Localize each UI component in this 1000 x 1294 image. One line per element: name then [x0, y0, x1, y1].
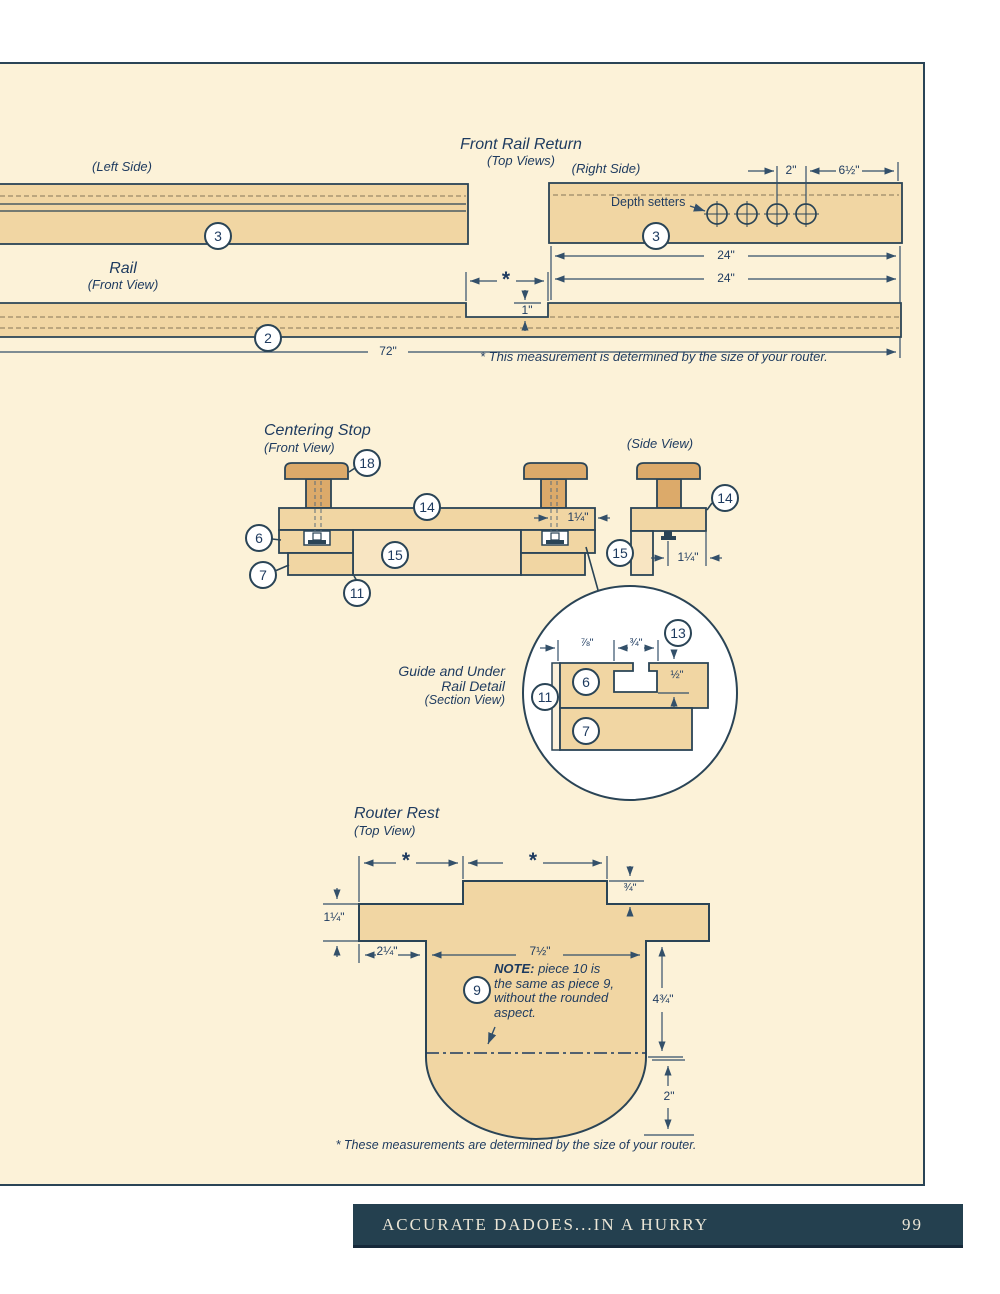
dim-0-5in: ½": [670, 669, 684, 681]
dim-6-5in: 6½": [838, 163, 860, 177]
dim-72in: 72": [379, 344, 397, 358]
detail-title-line3: (Section View): [424, 693, 505, 707]
left-side-label: (Left Side): [92, 159, 152, 174]
dim-1-25in-front: 1¼": [567, 510, 589, 524]
dim-0-75in-rest: ¾": [623, 882, 637, 894]
detail-title-line1: Guide and Under: [398, 663, 505, 679]
note-line3: without the rounded: [494, 990, 609, 1005]
router-rest-footnote: * These measurements are determined by t…: [335, 1138, 697, 1152]
centering-stop-subtitle: (Front View): [264, 440, 335, 455]
detail-title-line2: Rail Detail: [441, 678, 505, 694]
article-title: ACCURATE DADOES...IN A HURRY: [382, 1214, 710, 1234]
router-rest-star-left: *: [401, 849, 411, 872]
page-number: 99: [902, 1214, 923, 1234]
dim-24in-top: 24": [717, 248, 735, 262]
dim-0-875in: ⅞": [580, 637, 594, 649]
router-rest-title: Router Rest: [354, 805, 440, 822]
part-balloon-7-front: 7: [249, 561, 277, 589]
part-balloon-3-right: 3: [642, 222, 670, 250]
dim-1-25in-side: 1¼": [677, 550, 699, 564]
right-side-label: (Right Side): [571, 161, 641, 176]
router-rest-star-right: *: [528, 849, 538, 872]
side-view-label: (Side View): [626, 436, 694, 451]
note-line4: aspect.: [494, 1004, 536, 1020]
note-bold: NOTE:: [494, 961, 535, 976]
dim-2in: 2": [785, 163, 797, 177]
note-line2: the same as piece 9,: [494, 975, 614, 991]
dim-0-75in-detail: ¾": [629, 637, 643, 649]
dim-24in-mid: 24": [717, 271, 735, 285]
dim-7-5in: 7½": [529, 944, 551, 958]
centering-stop-title: Centering Stop: [264, 422, 371, 439]
rail-subtitle: (Front View): [87, 277, 159, 292]
part-balloon-18: 18: [353, 449, 381, 477]
part-balloon-14-side: 14: [711, 484, 739, 512]
part-balloon-7-detail: 7: [572, 717, 600, 745]
dim-4-75in: 4¾": [652, 992, 674, 1006]
part-balloon-11-detail: 11: [531, 683, 559, 711]
dim-1-25in-rest: 1¼": [323, 910, 345, 924]
dim-2-25in: 2¼": [376, 944, 398, 958]
part-balloon-3-left: 3: [204, 222, 232, 250]
part-balloon-15-side: 15: [606, 539, 634, 567]
router-rest-subtitle: (Top View): [354, 823, 416, 838]
part-balloon-2: 2: [254, 324, 282, 352]
note-line1: piece 10 is: [534, 961, 601, 976]
page-footer-bar: ACCURATE DADOES...IN A HURRY 99: [353, 1204, 963, 1245]
rail-footnote: * This measurement is determined by the …: [480, 349, 828, 364]
front-rail-return-subtitle: (Top Views): [487, 153, 555, 168]
rail-star-dim: *: [501, 268, 511, 291]
part-balloon-6-detail: 6: [572, 668, 600, 696]
front-rail-return-title: Front Rail Return: [460, 136, 582, 153]
part-balloon-14-front: 14: [413, 493, 441, 521]
part-balloon-6-front: 6: [245, 524, 273, 552]
dim-2in-rest: 2": [663, 1089, 675, 1103]
part-balloon-15-mid: 15: [381, 541, 409, 569]
part-balloon-11-front: 11: [343, 579, 371, 607]
depth-setters-label: Depth setters: [611, 195, 686, 209]
router-rest-note: NOTE: piece 10 is the same as piece 9, w…: [494, 961, 654, 1020]
part-balloon-9: 9: [463, 976, 491, 1004]
rail-title: Rail: [109, 260, 137, 277]
part-balloon-13: 13: [664, 619, 692, 647]
diagram-panel: [0, 62, 925, 1186]
dim-1in: 1": [521, 303, 533, 317]
